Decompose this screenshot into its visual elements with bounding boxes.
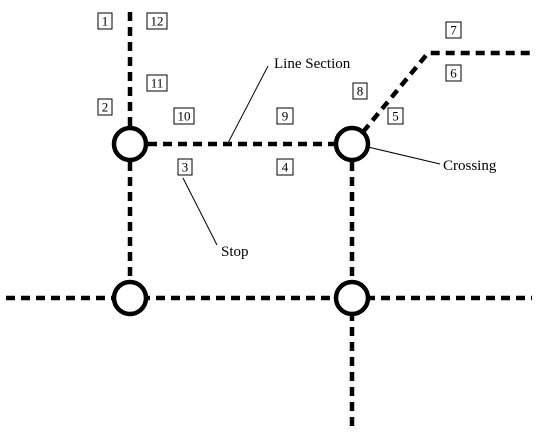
segment-tag-10: 10 (173, 107, 195, 125)
segment-tag-11: 11 (146, 74, 168, 92)
segment-tag-11-label: 11 (151, 76, 164, 91)
route-diagonal (361, 50, 532, 134)
segment-tag-9: 9 (276, 107, 294, 125)
segment-tag-3: 3 (177, 158, 193, 176)
segment-tag-12-label: 12 (151, 14, 164, 29)
segment-tag-8-label: 8 (357, 84, 364, 99)
segment-tag-5: 5 (387, 107, 404, 125)
segment-tag-8: 8 (352, 82, 368, 100)
segment-tag-1: 1 (97, 12, 113, 30)
crossing-label: Crossing (443, 158, 497, 174)
crossing-node-bottom-left (111, 279, 149, 317)
stop-leader (182, 177, 218, 246)
segment-tag-4-label: 4 (282, 160, 289, 175)
segment-tag-6: 6 (445, 64, 462, 82)
segment-tag-4: 4 (276, 158, 294, 176)
segment-tag-6-label: 6 (450, 66, 457, 81)
crossing-node-bottom-right (333, 279, 371, 317)
segment-tag-10-label: 10 (178, 109, 191, 124)
crossing-node-top-right (333, 125, 371, 163)
segment-tag-7-label: 7 (450, 23, 457, 38)
segment-tag-9-label: 9 (282, 109, 289, 124)
line-section-leader (227, 65, 269, 144)
stop-node-top-left (111, 125, 149, 163)
segment-tag-1-label: 1 (102, 14, 109, 29)
segment-tag-3-label: 3 (182, 160, 189, 175)
segment-tag-2: 2 (97, 98, 113, 116)
segment-tag-7: 7 (445, 21, 462, 39)
segment-tag-12: 12 (146, 12, 168, 30)
line-section-label: Line Section (274, 56, 351, 72)
crossing-leader (367, 146, 441, 165)
segment-tag-5-label: 5 (392, 109, 399, 124)
segment-tag-2-label: 2 (102, 100, 109, 115)
stop-label: Stop (221, 244, 249, 260)
